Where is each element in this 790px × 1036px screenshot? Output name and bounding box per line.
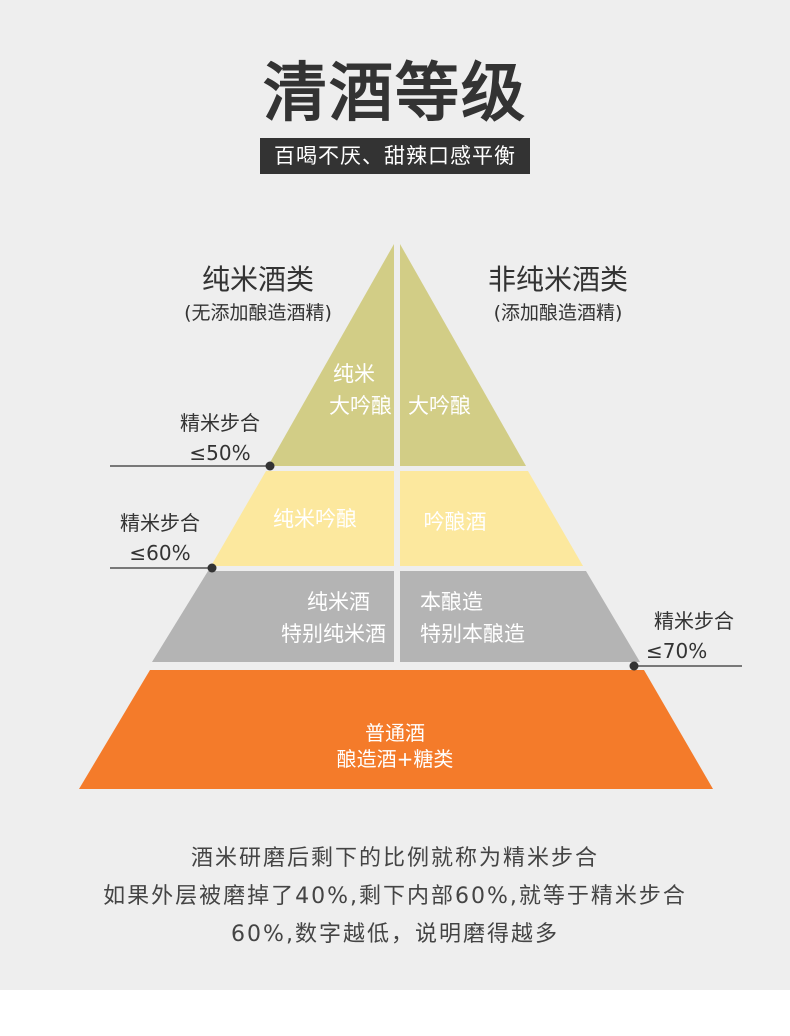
footer-strip: [0, 990, 790, 1036]
tier3-right-line1: 本酿造: [420, 590, 483, 614]
pointer-dot-50: [265, 461, 275, 471]
sake-grade-pyramid: [79, 244, 742, 789]
tier3-right-block: [400, 571, 640, 662]
category-right: 非纯米酒类 (添加酿造酒精): [418, 262, 698, 326]
page-subtitle: 百喝不厌、甜辣口感平衡: [260, 138, 530, 174]
polishing-70-title: 精米步合: [654, 609, 734, 633]
tier1-left-label: 纯米 大吟酿: [300, 358, 400, 422]
tier3-left-block: [152, 571, 394, 662]
tier1-right-block: [400, 244, 526, 466]
tier2-left-label: 纯米吟酿: [240, 503, 390, 535]
tier1-left-block: [268, 244, 394, 466]
polishing-label-50: 精米步合 ≤50%: [160, 408, 280, 468]
tier2-right-label: 吟酿酒: [405, 506, 505, 538]
tier2-left-block: [211, 471, 394, 566]
category-left-note: (无添加酿造酒精): [184, 302, 332, 324]
pointer-dot-70: [629, 661, 639, 671]
polishing-70-value: ≤70%: [646, 639, 708, 663]
polishing-label-60: 精米步合 ≤60%: [100, 508, 220, 568]
polishing-label-70: 精米步合 ≤70%: [634, 606, 754, 666]
subtitle-wrap: 百喝不厌、甜辣口感平衡: [0, 138, 790, 174]
tier3-left-label: 纯米酒 特别纯米酒: [236, 586, 386, 650]
tier2-left-line1: 纯米吟酿: [273, 507, 357, 531]
tier3-left-line2: 特别纯米酒: [281, 622, 386, 646]
tier1-left-line1: 纯米: [333, 362, 375, 386]
tier2-right-line1: 吟酿酒: [423, 510, 487, 534]
pointer-dot-60: [207, 563, 217, 573]
explanation-line3: 60%,数字越低，说明磨得越多: [231, 922, 559, 947]
explanation-line2: 如果外层被磨掉了40%,剩下内部60%,就等于精米步合: [103, 884, 687, 909]
tier1-left-line2: 大吟酿: [329, 394, 392, 418]
polishing-60-value: ≤60%: [129, 541, 191, 565]
tier3-left-line1: 纯米酒: [307, 590, 370, 614]
category-left: 纯米酒类 (无添加酿造酒精): [118, 262, 398, 326]
explanation-line1: 酒米研磨后剩下的比例就称为精米步合: [190, 846, 599, 871]
tier3-right-label: 本酿造 特别本酿造: [420, 586, 570, 650]
tier4-line1: 普通酒: [365, 721, 425, 745]
polishing-50-value: ≤50%: [189, 441, 251, 465]
page-title: 清酒等级: [263, 56, 527, 131]
tier2-right-block: [400, 471, 583, 566]
polishing-60-title: 精米步合: [120, 511, 200, 535]
tier1-right-line1: 大吟酿: [408, 394, 471, 418]
polishing-50-title: 精米步合: [180, 411, 260, 435]
tier3-right-line2: 特别本酿造: [420, 622, 525, 646]
category-left-name: 纯米酒类: [201, 263, 314, 296]
tier4-line2: 酿造酒+糖类: [336, 747, 454, 771]
tier1-right-label: 大吟酿: [402, 390, 492, 422]
tier4-base-block: [79, 670, 713, 789]
category-right-name: 非纯米酒类: [487, 263, 628, 296]
tier4-label: 普通酒 酿造酒+糖类: [300, 720, 490, 772]
category-right-note: (添加酿造酒精): [493, 302, 623, 324]
